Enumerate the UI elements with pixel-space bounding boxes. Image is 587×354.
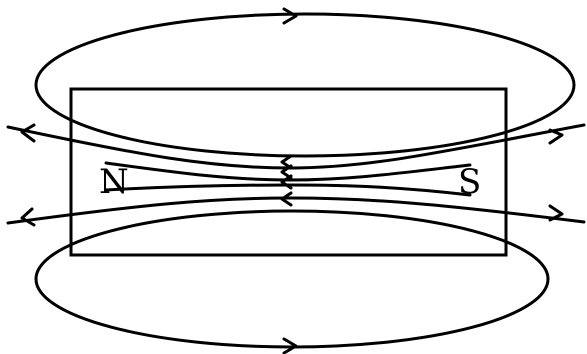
bar-magnet-body <box>69 87 508 257</box>
field-line-lower <box>6 196 586 225</box>
arrow-center-4 <box>280 191 293 207</box>
arrow-center-2 <box>280 164 293 180</box>
field-line-upper <box>6 123 586 170</box>
arrow-lower-loop <box>282 337 298 354</box>
field-line-upper-middle <box>104 161 472 182</box>
arrow-center-1 <box>280 154 293 170</box>
field-line-lower-middle <box>104 183 472 197</box>
lower-field-loop <box>34 209 550 349</box>
arrow-upper-loop <box>282 7 298 25</box>
arrow-center-3 <box>280 174 293 190</box>
arrow-left-lower <box>20 207 36 227</box>
arrow-right-lower <box>548 204 564 222</box>
south-pole-label: S <box>458 162 481 202</box>
arrow-left-upper <box>20 123 36 143</box>
north-pole-label: N <box>99 162 129 202</box>
arrow-right-upper <box>548 128 564 145</box>
upper-field-loop <box>34 12 576 158</box>
